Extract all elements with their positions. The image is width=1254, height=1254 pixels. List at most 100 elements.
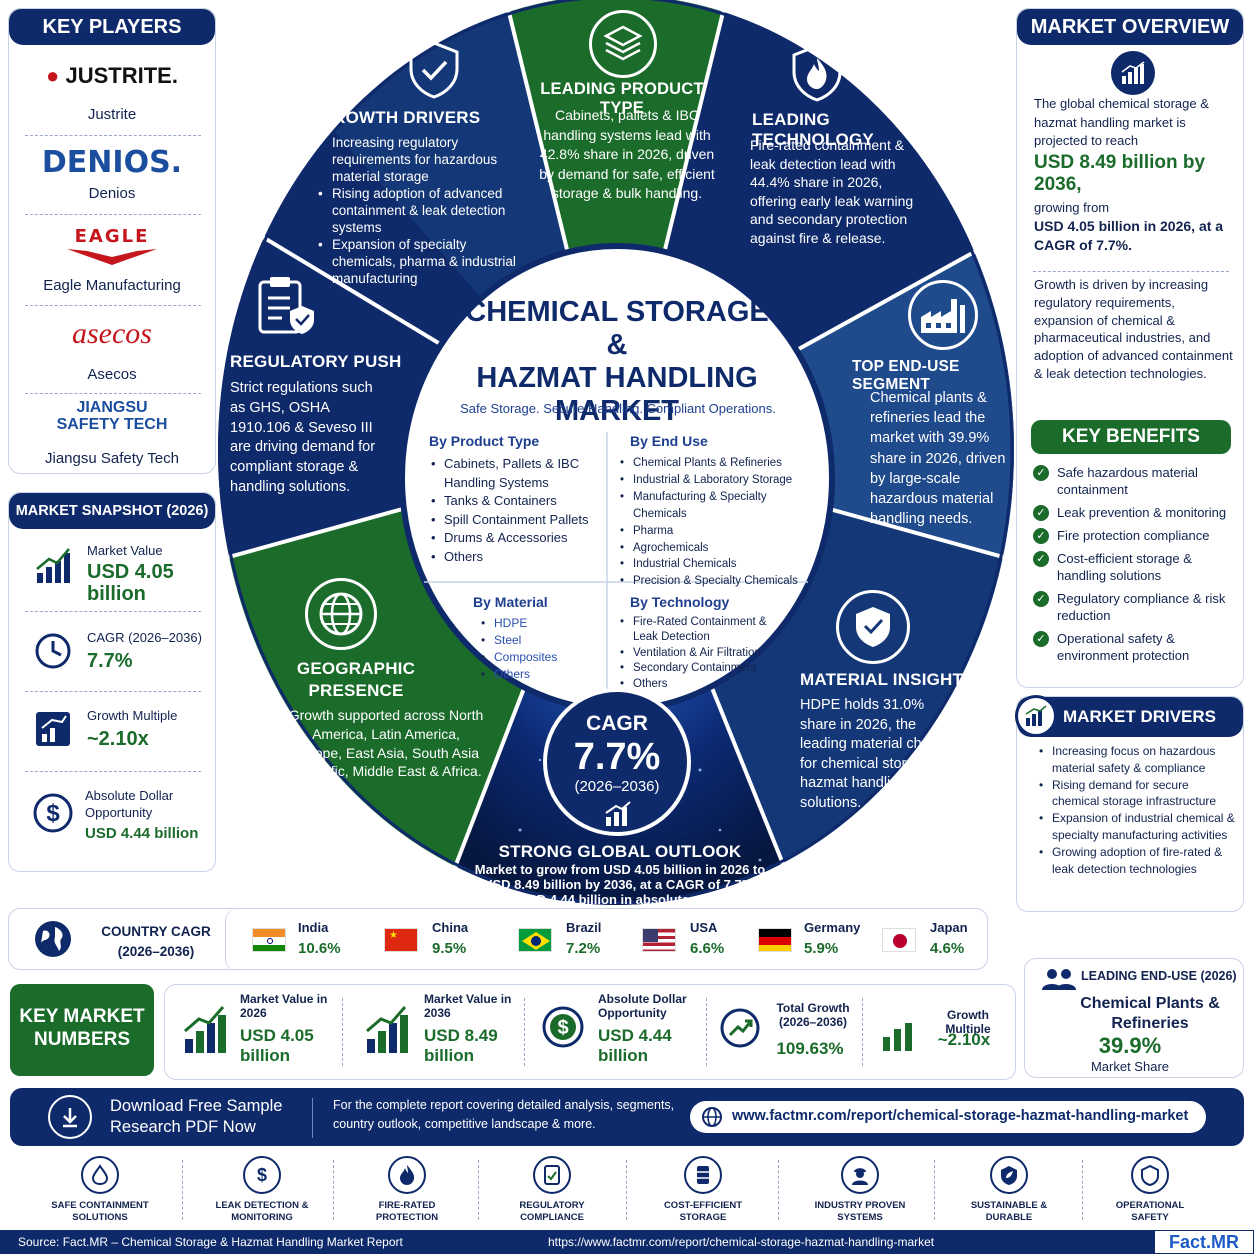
benefit-item: ✓Fire protection compliance: [1033, 527, 1233, 544]
overview-title: MARKET OVERVIEW: [1017, 9, 1243, 45]
divider: [25, 611, 201, 612]
list-item: Steel: [481, 632, 601, 649]
germany-flag-icon: [758, 928, 792, 952]
globe-icon: [31, 917, 75, 961]
overview-growth-text: Growth is driven by increasing regulator…: [1034, 277, 1233, 381]
list-item: Industrial & Laboratory Storage: [620, 472, 820, 489]
divider: [25, 214, 201, 215]
growth-icon: [31, 707, 75, 751]
dollar-icon: $: [243, 1156, 281, 1194]
factmr-logo: Fact.MR: [1154, 1230, 1254, 1254]
country-item: ★ China 9.5%: [384, 920, 494, 960]
chart-badge-icon: [1015, 695, 1057, 737]
feature-label: OPERATIONAL SAFETY: [1115, 1200, 1185, 1223]
dollar-icon: $: [29, 789, 77, 837]
document-icon: [533, 1156, 571, 1194]
key-numbers-title-box: KEY MARKET NUMBERS: [10, 984, 154, 1076]
check-icon: ✓: [1033, 551, 1049, 567]
cagr-badge-value: 7.7%: [573, 736, 661, 778]
list-item: Fire-Rated Containment & Leak Detection: [620, 615, 780, 646]
snapshot-value: USD 4.44 billion: [85, 825, 199, 842]
snapshot-value: USD 4.05 billion: [87, 561, 174, 605]
by-end-use-list: Chemical Plants & Refineries Industrial …: [620, 455, 820, 590]
snapshot-label: CAGR (2026–2036): [87, 630, 202, 645]
divider: [862, 998, 863, 1066]
snapshot-label: Absolute Dollar Opportunity: [85, 788, 174, 820]
by-technology-title: By Technology: [630, 594, 730, 610]
list-item: Drums & Accessories: [431, 529, 603, 548]
country-name: Germany: [804, 920, 861, 935]
key-number-value: USD 4.05 billion: [240, 1026, 314, 1065]
divider: [25, 135, 201, 136]
list-item: Tanks & Containers: [431, 492, 603, 511]
list-item: Industrial Chemicals: [620, 556, 820, 573]
divider: [524, 998, 525, 1066]
benefits-title: KEY BENEFITS: [1031, 420, 1231, 454]
leading-end-use-panel: LEADING END-USE (2026) Chemical Plants &…: [1024, 958, 1244, 1078]
feature-label: LEAK DETECTION & MONITORING: [215, 1200, 309, 1223]
by-material-title: By Material: [473, 594, 548, 610]
list-item: Agrochemicals: [620, 540, 820, 557]
country-value: 10.6%: [298, 940, 341, 957]
divider: [312, 1098, 313, 1138]
download-cta[interactable]: Download Free Sample Research PDF Now: [110, 1097, 283, 1136]
key-players-panel: KEY PLAYERS ● JUSTRITE. Justrite DENIOS.…: [8, 8, 216, 474]
feature-item: REGULATORY COMPLIANCE: [498, 1156, 606, 1224]
clipboard-icon: [250, 270, 320, 340]
feature-item: $ LEAK DETECTION & MONITORING: [208, 1156, 316, 1224]
player-name: Denios: [88, 185, 136, 202]
list-item: Ventilation & Air Filtration: [620, 646, 780, 662]
worker-icon: [841, 1156, 879, 1194]
bar-chart-icon: [182, 1002, 228, 1056]
divider: [25, 393, 201, 394]
benefit-item: ✓Regulatory compliance & risk reduction: [1033, 590, 1233, 624]
flame-shield-icon: [784, 40, 850, 106]
top-end-use-body: Chemical plants & refineries lead the ma…: [870, 390, 1006, 528]
list-item: Increasing focus on hazardous material s…: [1039, 743, 1235, 777]
key-number-label: Market Value in 2026: [240, 992, 328, 1020]
factory-icon: [908, 280, 978, 350]
leading-end-use-name: Chemical Plants & Refineries: [1080, 995, 1220, 1032]
list-item: Precision & Specialty Chemicals: [620, 573, 820, 590]
country-name: India: [298, 920, 329, 935]
bar-chart-icon: [31, 545, 75, 589]
country-item: India 10.6%: [252, 920, 362, 960]
clock-icon: [31, 629, 75, 673]
key-number-label: Absolute Dollar Opportunity: [598, 992, 687, 1020]
dollar-icon: $: [540, 1004, 586, 1050]
footer-url[interactable]: https://www.factmr.com/report/chemical-s…: [548, 1235, 935, 1249]
player-name: Asecos: [87, 366, 137, 383]
key-number-label: Total Growth (2026–2036): [776, 1001, 850, 1029]
country-cagr-panel: COUNTRY CAGR (2026–2036): [8, 908, 988, 971]
trend-up-icon: [718, 1006, 762, 1050]
feature-item: FIRE-RATED PROTECTION: [353, 1156, 461, 1224]
feature-label: SAFE CONTAINMENT SOLUTIONS: [51, 1200, 149, 1223]
center-tagline: Safe Storage. Secure Handling. Compliant…: [460, 401, 776, 416]
by-product-list: Cabinets, Pallets & IBC Handling Systems…: [431, 455, 603, 567]
leading-end-use-value: 39.9%: [1098, 1033, 1162, 1058]
country-value: 9.5%: [432, 940, 467, 957]
report-url[interactable]: www.factmr.com/report/chemical-storage-h…: [732, 1108, 1189, 1124]
leading-end-use-title: LEADING END-USE (2026): [1081, 969, 1237, 983]
country-value: 5.9%: [804, 940, 839, 957]
people-icon: [1041, 967, 1077, 991]
market-drivers-panel: MARKET DRIVERS Increasing focus on hazar…: [1015, 695, 1244, 912]
key-numbers-panel: [164, 984, 1016, 1080]
country-value: 6.6%: [690, 940, 725, 957]
globe-icon: [305, 578, 377, 650]
divider: [1082, 1160, 1083, 1220]
benefit-item: ✓Leak prevention & monitoring: [1033, 504, 1233, 521]
benefits-list: ✓Safe hazardous material containment ✓Le…: [1033, 464, 1233, 664]
svg-text:$: $: [557, 1017, 568, 1039]
jiangsu-logo: JIANGSU SAFETY TECH: [56, 399, 168, 433]
denios-logo: DENIOS.: [41, 145, 183, 180]
report-url-button[interactable]: www.factmr.com/report/chemical-storage-h…: [690, 1101, 1206, 1133]
top-end-use-title: TOP END-USE SEGMENT: [852, 358, 960, 393]
feature-item: INDUSTRY PROVEN SYSTEMS: [806, 1156, 914, 1224]
shield-icon: [1131, 1156, 1169, 1194]
snapshot-label: Growth Multiple: [87, 708, 178, 723]
feature-item: OPERATIONAL SAFETY: [1096, 1156, 1204, 1224]
country-item: Germany 5.9%: [758, 920, 868, 960]
list-item: Cabinets, Pallets & IBC Handling Systems: [431, 455, 603, 492]
leaf-icon: [990, 1156, 1028, 1194]
